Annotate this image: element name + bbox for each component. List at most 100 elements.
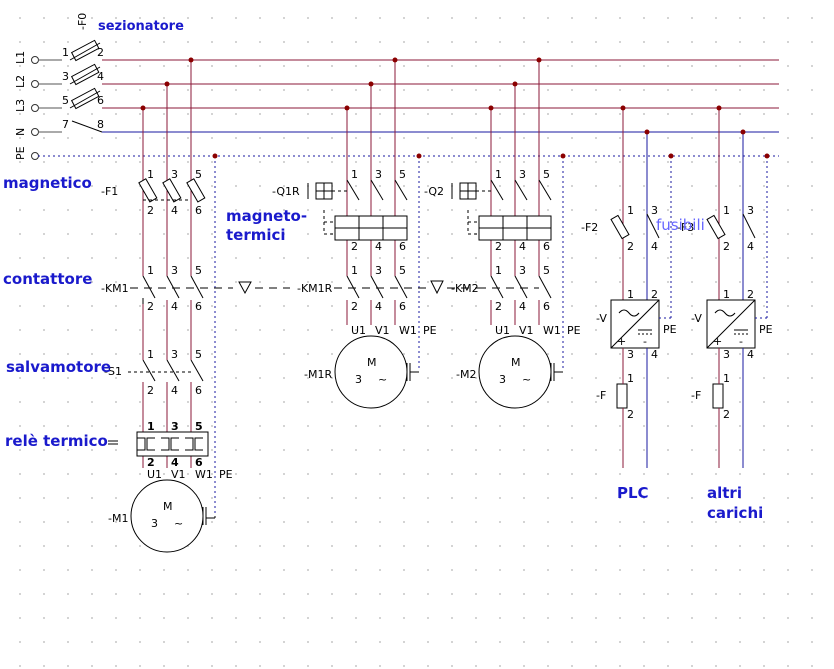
m2-3: 3	[499, 373, 506, 386]
km1-pin-5: 5	[195, 264, 202, 277]
f2-pin-4: 4	[651, 240, 658, 253]
v-altri-pin-3: 3	[723, 348, 730, 361]
line-label-l1: L1	[14, 51, 27, 64]
th-pin-4: 4	[171, 456, 179, 469]
altri-plus: +	[713, 335, 722, 348]
f1-pin-1: 1	[147, 168, 154, 181]
terminal-l1	[31, 56, 39, 64]
plc-label: PLC	[617, 484, 649, 502]
m2-w1: W1	[543, 324, 561, 337]
f3-designator: -F3	[677, 221, 694, 234]
km1-designator: -KM1	[101, 282, 129, 295]
q2-pin-5: 5	[543, 168, 550, 181]
f1-pin-3: 3	[171, 168, 178, 181]
th-pin-2: 2	[147, 456, 155, 469]
branch-2: -Q1R 1 3 5 2 4 6 magneto- termici -KM1R …	[226, 168, 480, 409]
km1r-pin-6: 6	[399, 300, 406, 313]
plc-minus: -	[643, 335, 647, 348]
q1r-pin-2: 2	[351, 240, 358, 253]
fuse-f0-l2	[70, 63, 100, 86]
m1r-ac: ~	[378, 373, 387, 386]
m2-ac: ~	[522, 373, 531, 386]
terminal-l2	[31, 80, 39, 88]
km1r-pin-2: 2	[351, 300, 358, 313]
fusibili-label: fusibili	[656, 216, 705, 234]
f0-pin-5: 5	[62, 94, 69, 107]
km1-pin-3: 3	[171, 264, 178, 277]
km2-pin-2: 2	[495, 300, 502, 313]
km1r-pin-5: 5	[399, 264, 406, 277]
km2-pin-1: 1	[495, 264, 502, 277]
junction-nodes	[140, 57, 770, 159]
q2-pin-3: 3	[519, 168, 526, 181]
disconnector-f0: -F0 sezionatore 1 2 3 4 5 6 7 8	[62, 13, 184, 133]
fuse-f0-l3	[70, 87, 100, 110]
fuse-f2	[610, 214, 630, 240]
f0-pin-6: 6	[97, 94, 104, 107]
m1r-v1: V1	[375, 324, 390, 337]
branch-3: -Q2 1 3 5 2 4 6 -KM2 1 3 5 2 4 6 U1 V1 W…	[424, 168, 581, 409]
plc-plus: +	[617, 335, 626, 348]
fuse-f-altri	[712, 383, 724, 409]
km1-pin-1: 1	[147, 264, 154, 277]
branch-altri: + - -F3 1 3 2 4 1 2 3 4 PE -V 1 2 -F alt…	[677, 204, 773, 522]
q2-pin-6: 6	[543, 240, 550, 253]
fuse-f1-2	[162, 178, 182, 203]
terminal-pe	[31, 152, 39, 160]
f1-pin-4: 4	[171, 204, 178, 217]
f0-pin-1: 1	[62, 46, 69, 59]
magnetico-label: magnetico	[3, 174, 92, 192]
f3-pin-4: 4	[747, 240, 754, 253]
q1r-pin-4: 4	[375, 240, 382, 253]
thermal-relay	[108, 431, 209, 457]
rele-termico-label: relè termico	[5, 432, 108, 450]
motor-m1	[130, 479, 216, 553]
f2-pin-3: 3	[651, 204, 658, 217]
f3-pin-2: 2	[723, 240, 730, 253]
line-label-pe: PE	[14, 146, 27, 160]
fuse-f1-3	[186, 178, 206, 203]
branch-1: -F1 1 3 5 2 4 6 -KM1 1 3 5 2 4 6	[101, 168, 290, 553]
m1r-m: M	[367, 356, 377, 369]
km2-designator: -KM2	[451, 282, 479, 295]
s1-pin-6: 6	[195, 384, 202, 397]
v-plc-pe: PE	[663, 323, 677, 336]
f0-pin-7: 7	[62, 118, 69, 131]
f0-pin-2: 2	[97, 46, 104, 59]
m1r-designator: -M1R	[304, 368, 332, 381]
fuse-f0-l1	[70, 39, 100, 62]
km2-pin-6: 6	[543, 300, 550, 313]
f0-pin-3: 3	[62, 70, 69, 83]
fuse-f1-1	[138, 178, 158, 203]
v-plc-designator: -V	[596, 312, 607, 325]
neutral-drops	[646, 132, 744, 300]
th-pin-6: 6	[195, 456, 203, 469]
th-pin-1: 1	[147, 420, 155, 433]
v-altri-pe: PE	[759, 323, 773, 336]
v-plc-pin-3: 3	[627, 348, 634, 361]
terminal-l3	[31, 104, 39, 112]
m2-u1: U1	[495, 324, 510, 337]
v-altri-pin-4: 4	[747, 348, 754, 361]
contattore-label: contattore	[3, 270, 92, 288]
m1-designator: -M1	[108, 512, 128, 525]
f-plc-designator: -F	[596, 389, 606, 402]
motor-m2	[478, 335, 563, 409]
m1r-pe: PE	[423, 324, 437, 337]
s1-pin-1: 1	[147, 348, 154, 361]
line-label-l3: L3	[14, 99, 27, 112]
altri-minus: -	[739, 335, 743, 348]
q1r-pin-5: 5	[399, 168, 406, 181]
s1-pin-3: 3	[171, 348, 178, 361]
f1-pin-2: 2	[147, 204, 154, 217]
q2-pin-2: 2	[495, 240, 502, 253]
m1-w1: W1	[195, 468, 213, 481]
f-altri-designator: -F	[691, 389, 701, 402]
altri-label-1: altri	[707, 484, 742, 502]
bus-bars	[38, 59, 779, 157]
m2-designator: -M2	[456, 368, 476, 381]
f0-pin-4: 4	[97, 70, 104, 83]
m1r-u1: U1	[351, 324, 366, 337]
f-altri-pin-2: 2	[723, 408, 730, 421]
